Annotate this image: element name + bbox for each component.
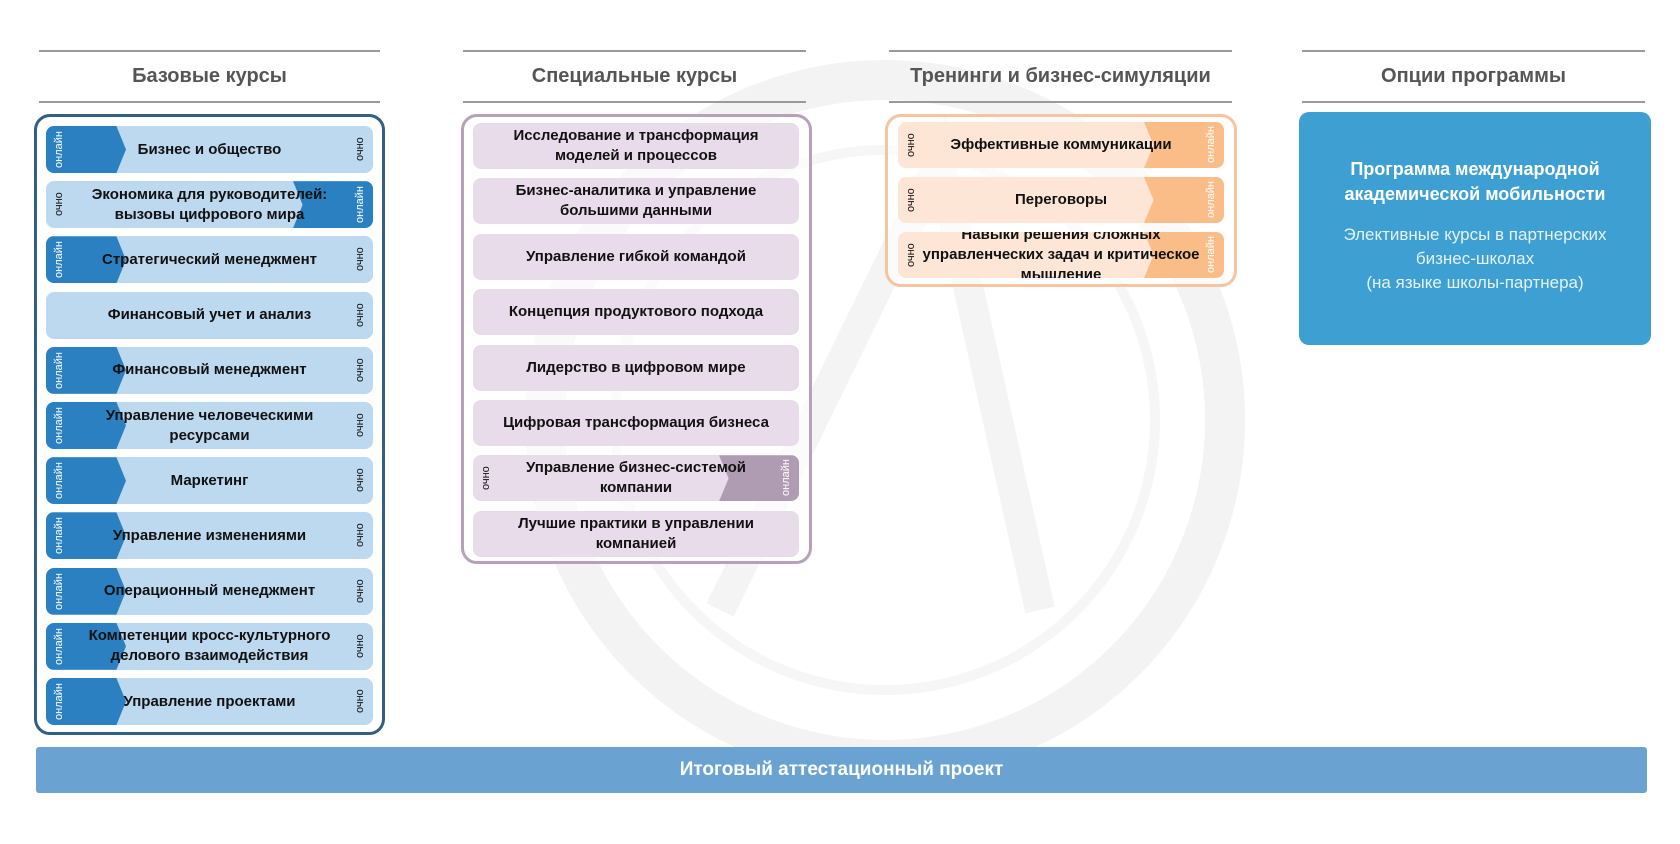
options-subtitle-line: бизнес-школах (1415, 249, 1535, 268)
online-segment (46, 236, 126, 284)
course-name: Навыки решения сложных управленческих за… (922, 232, 1200, 278)
course-item[interactable]: онлайн очно Маркетинг (46, 457, 373, 505)
course-item[interactable]: онлайн очно Управление проектами (46, 678, 373, 725)
course-item[interactable]: онлайн очно Стратегический менеджмент (46, 236, 373, 284)
course-item[interactable]: онлайн очно Финансовый менеджмент (46, 346, 373, 394)
format-online-label: онлайн (53, 517, 65, 555)
course-name: Управление бизнес-системой компании (526, 459, 746, 497)
course-item[interactable]: онлайн очно Управление человеческими ресур… (46, 402, 373, 449)
format-online-label: онлайн (53, 131, 65, 168)
format-offline-label: очно (905, 133, 917, 157)
format-offline-label: очно (354, 247, 366, 272)
course-name: Бизнес и общество (137, 140, 282, 158)
course-name: Лидерство в цифровом мире (526, 358, 746, 376)
course-name: Цифровая трансформация бизнеса (503, 414, 769, 431)
course-name: Бизнес-аналитика и управление большими д… (515, 182, 757, 220)
options-subtitle-line: (на языке школы-партнера) (1366, 273, 1584, 292)
course-item[interactable]: онлайн очно Компетенции кросс-культурного … (46, 622, 373, 670)
column-header-options: Опции программы (1302, 50, 1645, 103)
format-online-label: онлайн (53, 351, 65, 389)
format-offline-label: очно (354, 523, 366, 548)
course-item[interactable]: онлайн очно Управление изменениями (46, 512, 373, 560)
format-offline-label: очно (905, 243, 917, 267)
online-segment (46, 126, 126, 173)
course-name: Исследование и трансформация моделей и п… (513, 127, 759, 164)
course-item[interactable]: Бизнес-аналитика и управление большими д… (473, 178, 799, 225)
course-item[interactable]: Лидерство в цифровом мире (473, 344, 799, 391)
format-online-label: онлайн (1205, 236, 1217, 274)
format-online-label: онлайн (1205, 181, 1217, 219)
course-item[interactable]: очно онлайн Эффективные коммуникации (898, 122, 1224, 168)
column-header-special: Специальные курсы (463, 50, 806, 103)
format-online-label: онлайн (354, 186, 366, 224)
format-offline-label: очно (354, 579, 366, 603)
course-item[interactable]: очно онлайн Навыки решения сложных управле… (898, 232, 1224, 278)
course-name: Управление изменениями (112, 526, 307, 544)
online-segment (293, 181, 373, 229)
format-online-label: онлайн (53, 241, 65, 279)
course-name: Лучшие практики в управлении компанией (518, 514, 754, 552)
course-item[interactable]: очно онлайн Управление бизнес-системой ком… (473, 455, 799, 502)
online-segment (46, 678, 126, 725)
course-name: Концепция продуктового подхода (508, 303, 764, 321)
format-offline-label: очно (354, 358, 366, 383)
format-online-label: онлайн (780, 459, 792, 497)
format-online-label: онлайн (1205, 126, 1217, 164)
course-name: Финансовый менеджмент (112, 361, 307, 379)
course-item[interactable]: онлайн очно Бизнес и общество (46, 126, 373, 173)
format-offline-label: очно (354, 468, 366, 493)
online-segment (46, 346, 126, 394)
online-segment (46, 402, 126, 449)
course-item[interactable]: очно Финансовый учет и анализ (46, 291, 373, 339)
options-subtitle: Элективные курсы в партнерских бизнес-шк… (1299, 223, 1651, 295)
column-header-basic: Базовые курсы (39, 50, 380, 103)
format-online-label: онлайн (53, 627, 65, 665)
format-offline-label: очно (480, 466, 492, 491)
course-name: Маркетинг (170, 471, 249, 489)
course-item[interactable]: Управление гибкой командой (473, 233, 799, 280)
course-name: Финансовый учет и анализ (107, 306, 312, 324)
course-item[interactable]: очно онлайн Экономика для руководителей: в… (46, 181, 373, 229)
course-item[interactable]: Концепция продуктового подхода (473, 289, 799, 336)
column-header-trainings: Тренинги и бизнес-симуляции (889, 50, 1232, 103)
format-online-label: онлайн (53, 572, 65, 610)
final-project-bar[interactable]: Итоговый аттестационный проект (36, 747, 1647, 793)
course-name: Переговоры (1015, 191, 1107, 208)
course-name: Экономика для руководителей: вызовы цифр… (91, 185, 328, 223)
format-online-label: онлайн (53, 683, 65, 720)
online-segment (46, 512, 126, 560)
course-name: Компетенции кросс-культурного делового в… (88, 627, 331, 665)
format-online-label: онлайн (53, 407, 65, 444)
format-online-label: онлайн (53, 462, 65, 500)
course-name: Стратегический менеджмент (102, 250, 317, 268)
options-subtitle-line: Элективные курсы в партнерских (1343, 225, 1607, 244)
online-segment (46, 622, 126, 670)
course-name: Управление проектами (123, 692, 296, 710)
online-segment (46, 457, 126, 505)
course-item[interactable]: очно онлайн Переговоры (898, 177, 1224, 223)
course-name: Управление гибкой командой (526, 247, 746, 265)
format-offline-label: очно (354, 303, 366, 327)
course-name: Эффективные коммуникации (950, 136, 1172, 153)
format-offline-label: очно (905, 188, 917, 212)
course-name: Управление человеческими ресурсами (105, 406, 314, 444)
format-offline-label: очно (354, 634, 366, 659)
course-item[interactable]: Исследование и трансформация моделей и п… (473, 123, 799, 169)
online-segment (46, 567, 126, 615)
course-name: Операционный менеджмент (103, 582, 316, 600)
format-offline-label: очно (354, 413, 366, 438)
options-title: Программа международной академической мо… (1344, 159, 1606, 204)
format-offline-label: очно (354, 137, 366, 162)
program-options-card[interactable]: Программа международной академической мо… (1299, 112, 1651, 345)
course-item[interactable]: Лучшие практики в управлении компанией (473, 510, 799, 557)
course-item[interactable]: онлайн очно Операционный менеджмент (46, 567, 373, 615)
course-item[interactable]: Цифровая трансформация бизнеса (473, 400, 799, 446)
format-offline-label: очно (53, 192, 65, 217)
format-offline-label: очно (354, 689, 366, 714)
